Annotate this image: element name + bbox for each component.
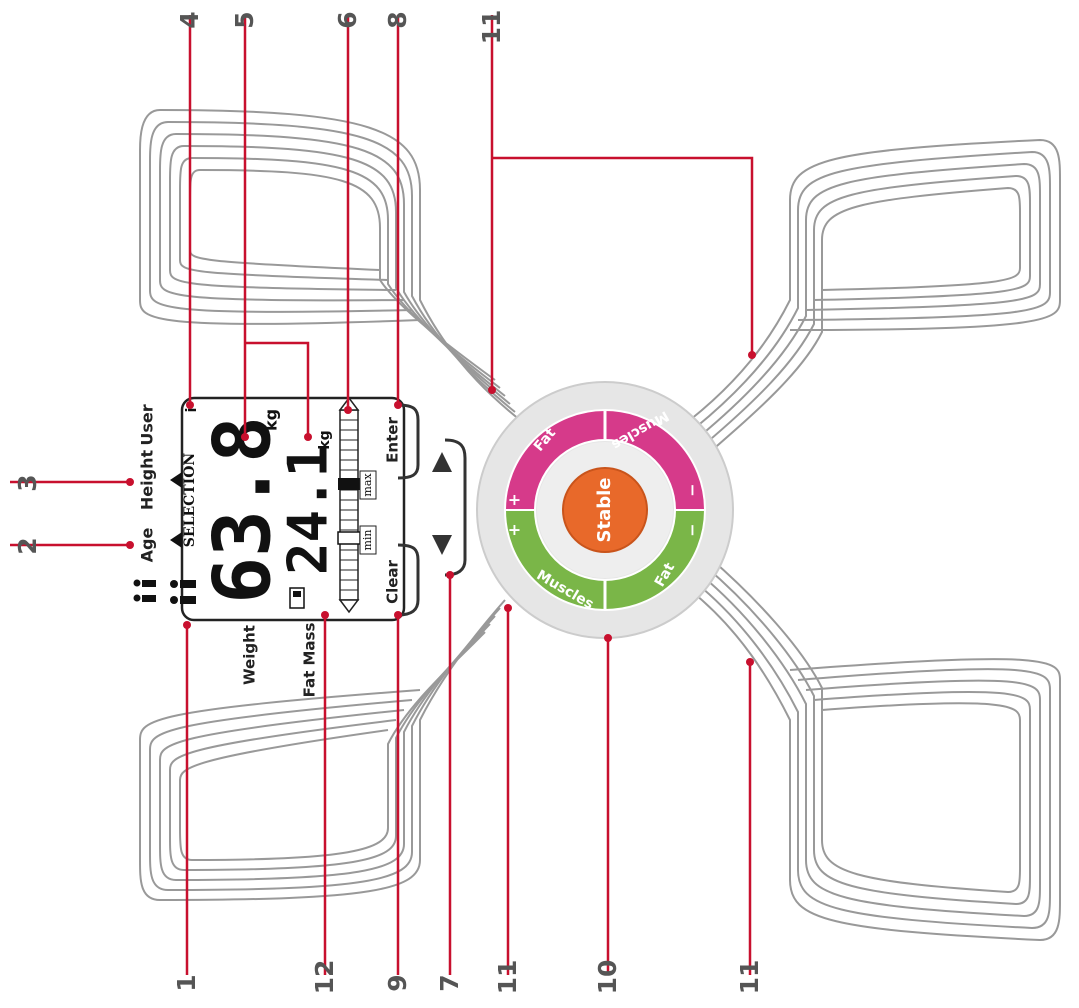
callout-12: 12 [310,959,339,995]
arrow-down-icon [432,535,452,555]
callout-10: 10 [593,959,622,995]
electrode-top-left [139,108,521,421]
callout-11-top: 11 [477,9,506,45]
dial-pink-plus: + [505,493,524,506]
callout-lines [10,15,754,975]
gender-icon [170,580,196,604]
electrode-strips [139,108,1061,942]
fat-mass-label: Fat Mass [301,623,319,698]
user-label: User [138,404,157,445]
fat-bar-marker-min [337,531,361,545]
callout-11-bottom: 11 [735,959,764,995]
weight-unit: kg [262,409,281,431]
battery-icon [289,587,305,609]
dial-green-minus: − [683,523,702,536]
fat-value: 24.1 [277,445,340,575]
callout-7: 7 [435,974,464,992]
height-label: Height [138,450,157,511]
dial [476,381,734,639]
dial-green-ring [503,509,707,611]
weight-label: Weight [241,625,259,685]
stable-label: Stable [594,478,615,543]
fat-readout: 24.1 [277,445,340,575]
enter-button[interactable] [397,403,420,480]
callout-2: 2 [13,537,42,555]
callout-dots [126,351,756,666]
selection-label: SELECTION [182,453,198,548]
leader-5b [245,341,310,437]
clear-label: Clear [384,559,402,603]
callout-9: 9 [383,974,412,992]
bar-max-label: max [361,473,374,497]
height-arrow-icon [170,472,182,488]
callout-6: 6 [333,11,362,29]
arrow-up-icon [432,452,452,472]
age-label: Age [138,528,157,563]
dial-pink-minus: − [683,483,702,496]
clear-button[interactable] [397,543,420,617]
callout-3: 3 [13,474,42,492]
callout-11-left: 11 [493,959,522,995]
callout-1: 1 [172,974,201,992]
electrode-bottom-left [139,599,506,902]
bar-min-label: min [361,529,374,550]
weight-readout: 63.8 [198,416,288,604]
electrode-bottom-right [689,557,1061,942]
user-number: i [184,408,200,413]
leader-11-top-branch [492,156,754,355]
callout-8: 8 [383,11,412,29]
dial-pink-ring [503,409,707,511]
gender-outside-icon [133,579,156,602]
fat-bar-marker-max [338,478,360,490]
dial-green-plus: + [505,523,524,536]
fat-unit: kg [317,430,333,449]
enter-label: Enter [384,417,402,463]
callout-4: 4 [175,11,204,29]
electrode-top-right [689,138,1061,453]
weight-value: 63.8 [198,416,288,604]
fat-bar-meter [337,396,361,614]
age-arrow-icon [170,532,182,548]
stable-button[interactable] [562,467,648,553]
callout-5: 5 [230,11,259,29]
arrow-button[interactable] [444,438,467,577]
